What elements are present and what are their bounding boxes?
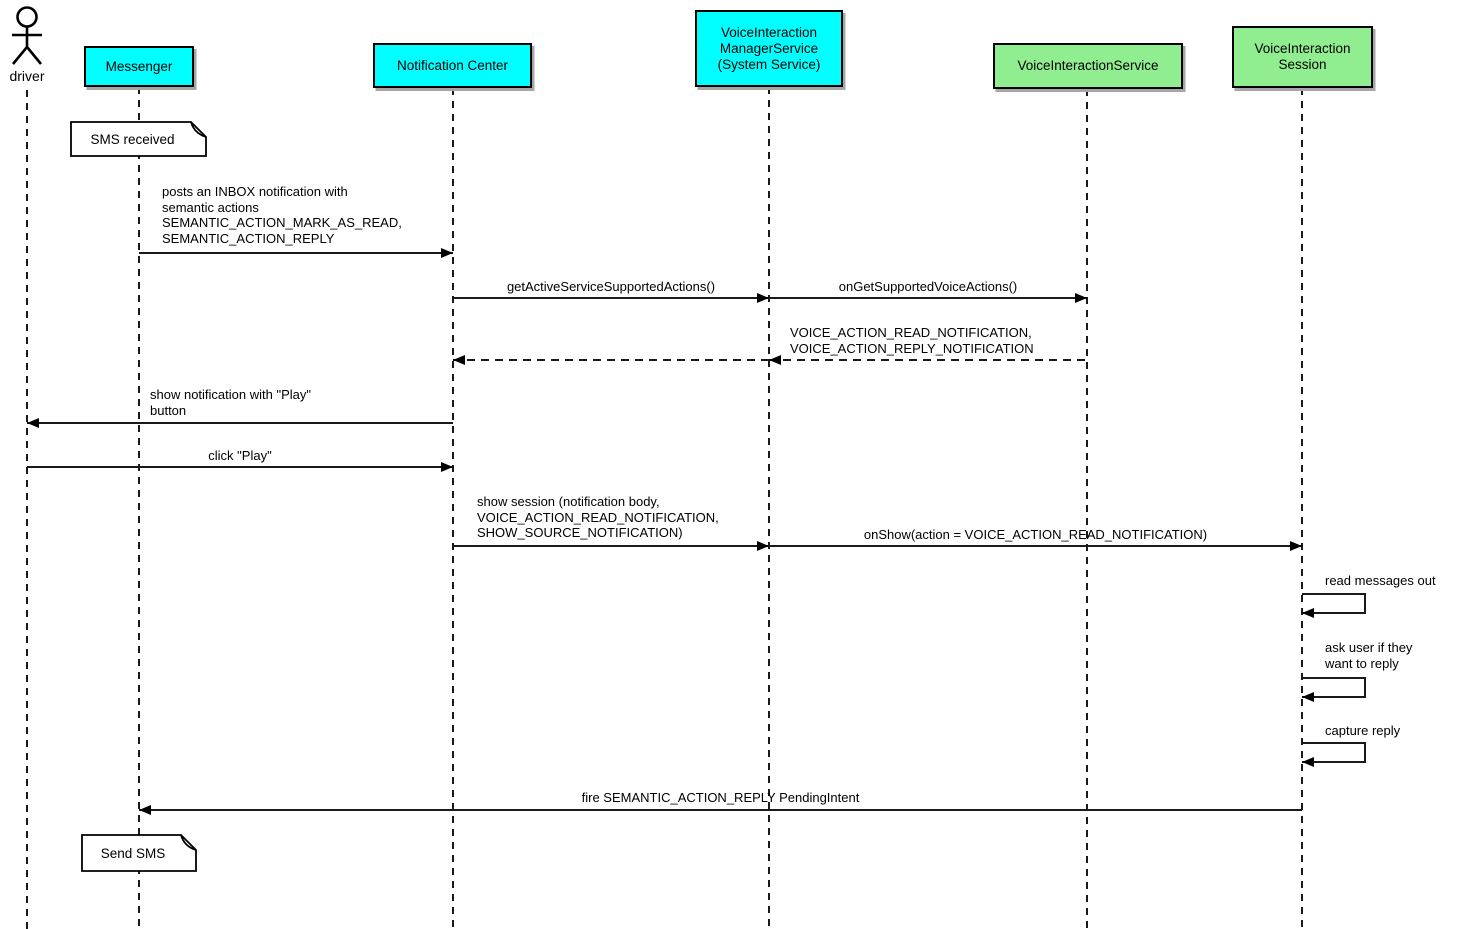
message-fire-pending-intent-line [139,809,1302,811]
arrowhead-left-icon [769,355,781,365]
message-show-session-label: show session (notification body, VOICE_A… [477,494,719,540]
arrowhead-left-icon [1302,757,1314,767]
message-capture-reply-loop [1302,742,1366,763]
message-on-get-supported-voice-actions-label: onGetSupportedVoiceActions() [838,279,1018,294]
actor-label: driver [9,68,45,84]
lifeline-driver [26,90,28,929]
note-text: SMS received [90,131,175,147]
message-ask-user-reply-label: ask user if they want to reply [1325,640,1413,671]
lifeline-notification-center [452,88,454,929]
note-icon [70,121,207,157]
participant-label: VoiceInteraction ManagerService (System … [717,24,821,72]
participant-label: Messenger [105,58,173,74]
message-posts-inbox-notification-label: posts an INBOX notification with semanti… [162,184,402,246]
message-get-active-service-supported-actions-label: getActiveServiceSupportedActions() [506,279,716,294]
participant-label: Notification Center [396,57,509,73]
message-on-show-line [769,545,1302,547]
message-read-messages-out-label: read messages out [1325,573,1436,588]
message-on-show-label: onShow(action = VOICE_ACTION_READ_NOTIFI… [863,527,1208,542]
participant-label: VoiceInteraction Session [1254,41,1351,72]
participant-label: VoiceInteractionService [1017,58,1159,73]
actor-driver: driver [0,4,54,88]
message-show-notification-label: show notification with "Play" button [150,387,311,418]
lifeline-messenger [138,87,140,929]
arrowhead-left-icon [27,418,39,428]
lifeline-voice-interaction-service [1086,89,1088,929]
message-show-session-line [453,545,769,547]
participant-notification-center: Notification Center [373,43,532,88]
participant-messenger: Messenger [84,46,194,87]
arrowhead-right-icon [757,541,769,551]
arrowhead-right-icon [441,462,453,472]
message-get-active-service-supported-actions-line [453,297,769,299]
arrowhead-left-icon [1302,608,1314,618]
message-posts-inbox-notification-line [139,252,453,254]
note-text: Send SMS [100,845,166,861]
participant-voice-interaction-service: VoiceInteractionService [993,43,1183,89]
arrowhead-left-icon [1302,692,1314,702]
note-send-sms: Send SMS [81,834,197,872]
note-sms-received: SMS received [70,121,207,157]
arrowhead-right-icon [441,248,453,258]
person-icon [11,6,43,65]
arrowhead-right-icon [1290,541,1302,551]
message-fire-pending-intent-label: fire SEMANTIC_ACTION_REPLY PendingIntent [581,790,860,805]
arrowhead-left-icon [139,805,151,815]
message-capture-reply-label: capture reply [1325,723,1401,738]
message-return-voice-actions-line [769,359,1087,361]
participant-voice-interaction-manager-service: VoiceInteraction ManagerService (System … [695,10,843,87]
arrowhead-right-icon [757,293,769,303]
lifeline-voice-interaction-session [1301,88,1303,929]
note-icon [81,834,197,872]
arrowhead-left-icon [453,355,465,365]
message-click-play-label: click "Play" [208,448,272,463]
message-ask-user-reply-loop [1302,677,1366,698]
message-on-get-supported-voice-actions-line [769,297,1087,299]
message-return-to-notification-center-line [453,359,769,361]
arrowhead-right-icon [1075,293,1087,303]
message-return-voice-actions-label: VOICE_ACTION_READ_NOTIFICATION, VOICE_AC… [790,325,1034,356]
lifeline-voice-interaction-manager-service [768,87,770,929]
participant-voice-interaction-session: VoiceInteraction Session [1232,26,1373,88]
message-click-play-line [27,466,453,468]
message-read-messages-out-loop [1302,593,1366,614]
message-show-notification-line [27,422,453,424]
